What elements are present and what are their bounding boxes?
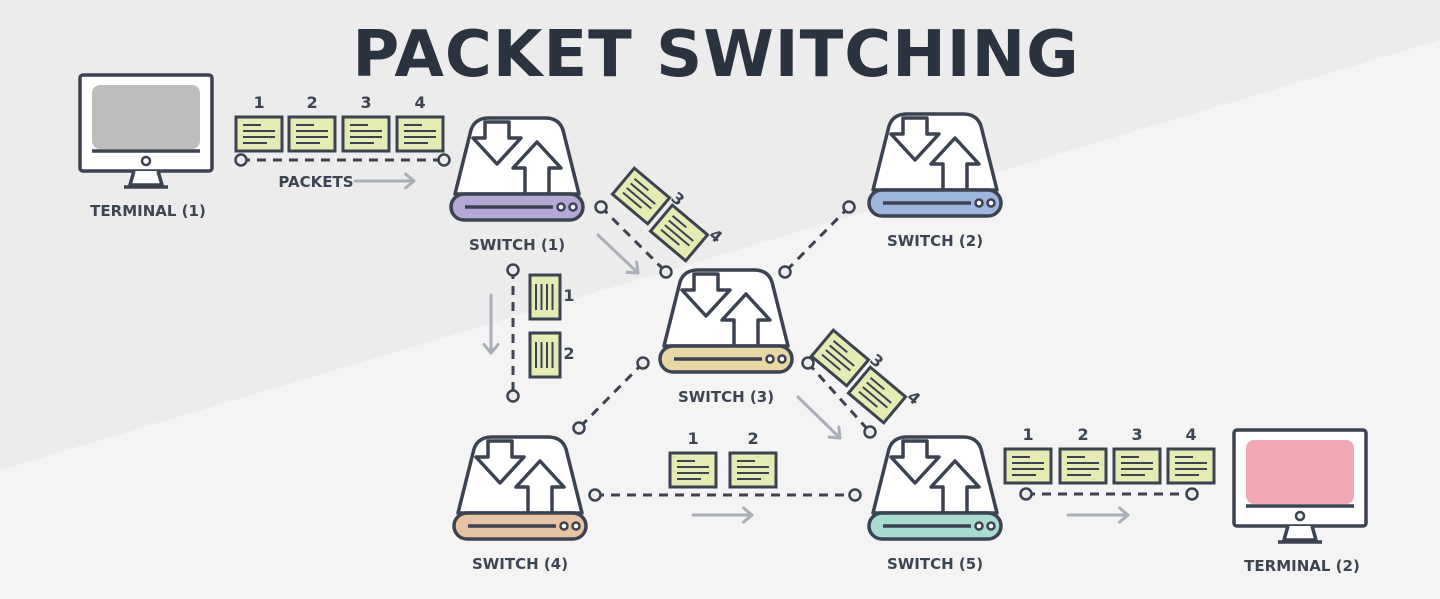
link-endpoint — [842, 200, 856, 214]
terminal-label: TERMINAL (2) — [1244, 557, 1360, 575]
packet-number: 4 — [705, 225, 726, 247]
packet-icon: 2 — [528, 331, 575, 379]
packet-icon: 2 — [287, 93, 337, 153]
direction-arrow-icon — [691, 506, 754, 524]
packet-number: 4 — [1185, 425, 1196, 444]
packet-icon: 3 — [1112, 425, 1162, 485]
network-nodes: TERMINAL (1) TERMINAL (2) SWITCH (1) SWITCH… — [78, 73, 1368, 575]
terminal-label: TERMINAL (1) — [90, 202, 206, 220]
switch-label: SWITCH (1) — [469, 236, 565, 254]
link-endpoint — [588, 488, 602, 502]
diagram-title: PACKET SWITCHING — [352, 18, 1079, 92]
connection-lines — [234, 153, 1199, 502]
switch-4: SWITCH (4) — [452, 435, 588, 573]
packet-number: 2 — [563, 344, 574, 363]
packet-icon: 3 — [809, 328, 887, 388]
screen — [92, 85, 200, 149]
link-switch4-switch5 — [588, 488, 862, 502]
link-endpoint — [506, 389, 520, 403]
packet-number: 2 — [1077, 425, 1088, 444]
packet-icon: 2 — [1058, 425, 1108, 485]
packet-icon: 4 — [395, 93, 445, 153]
link-terminal1-switch1 — [234, 153, 451, 167]
link-endpoint — [594, 200, 608, 214]
direction-arrow-icon — [353, 172, 416, 190]
packet-number: 2 — [747, 429, 758, 448]
link-endpoint — [437, 153, 451, 167]
link-endpoint — [234, 153, 248, 167]
terminal-2: TERMINAL (2) — [1232, 428, 1368, 575]
down-arrow-icon — [680, 272, 732, 318]
terminal-1: TERMINAL (1) — [78, 73, 214, 220]
link-endpoint — [863, 425, 877, 439]
link-switch3-switch4 — [572, 356, 650, 435]
link-endpoint — [848, 488, 862, 502]
switch-1: SWITCH (1) — [449, 116, 585, 254]
packet-icon: 1 — [234, 93, 284, 153]
link-endpoint — [572, 421, 586, 435]
link-switch3-switch2 — [778, 200, 856, 279]
direction-arrow-icon — [796, 395, 842, 440]
packet-number: 1 — [687, 429, 698, 448]
link-endpoint — [1019, 487, 1033, 501]
link-endpoint — [659, 265, 673, 279]
packet-icon: 1 — [1003, 425, 1053, 485]
link-switch1-switch4 — [506, 263, 520, 403]
packet-number: 1 — [563, 286, 574, 305]
switch-5: SWITCH (5) — [867, 435, 1003, 573]
packet-icon: 4 — [1166, 425, 1216, 485]
screen — [1246, 440, 1354, 504]
down-arrow-icon — [889, 116, 941, 162]
flow-arrows — [353, 172, 1130, 524]
switch-label: SWITCH (5) — [887, 555, 983, 573]
switch-2: SWITCH (2) — [867, 112, 1003, 250]
direction-arrow-icon — [482, 293, 500, 355]
switch-label: SWITCH (3) — [678, 388, 774, 406]
link-endpoint — [801, 356, 815, 370]
down-arrow-icon — [889, 439, 941, 485]
link-switch5-terminal2 — [1019, 487, 1199, 501]
link-endpoint — [506, 263, 520, 277]
link-switch1-switch3 — [594, 200, 673, 279]
direction-arrow-icon — [596, 233, 640, 275]
switch-label: SWITCH (2) — [887, 232, 983, 250]
down-arrow-icon — [474, 439, 526, 485]
link-endpoint — [1185, 487, 1199, 501]
packet-number: 1 — [1022, 425, 1033, 444]
link-switch3-switch5 — [801, 356, 877, 439]
packet-number: 1 — [253, 93, 264, 112]
link-endpoint — [778, 265, 792, 279]
packet-icon: 2 — [728, 429, 778, 489]
switch-3: SWITCH (3) — [658, 268, 794, 406]
packet-number: 3 — [1131, 425, 1142, 444]
switch-label: SWITCH (4) — [472, 555, 568, 573]
packet-icon: 1 — [668, 429, 718, 489]
packets-label: PACKETS — [278, 173, 353, 191]
packet-number: 3 — [360, 93, 371, 112]
direction-arrow-icon — [1066, 506, 1130, 524]
packet-number: 2 — [306, 93, 317, 112]
link-endpoint — [636, 356, 650, 370]
packet-icon: 1 — [528, 273, 575, 321]
packet-icon: 3 — [341, 93, 391, 153]
down-arrow-icon — [471, 120, 523, 166]
packet-number: 4 — [414, 93, 425, 112]
